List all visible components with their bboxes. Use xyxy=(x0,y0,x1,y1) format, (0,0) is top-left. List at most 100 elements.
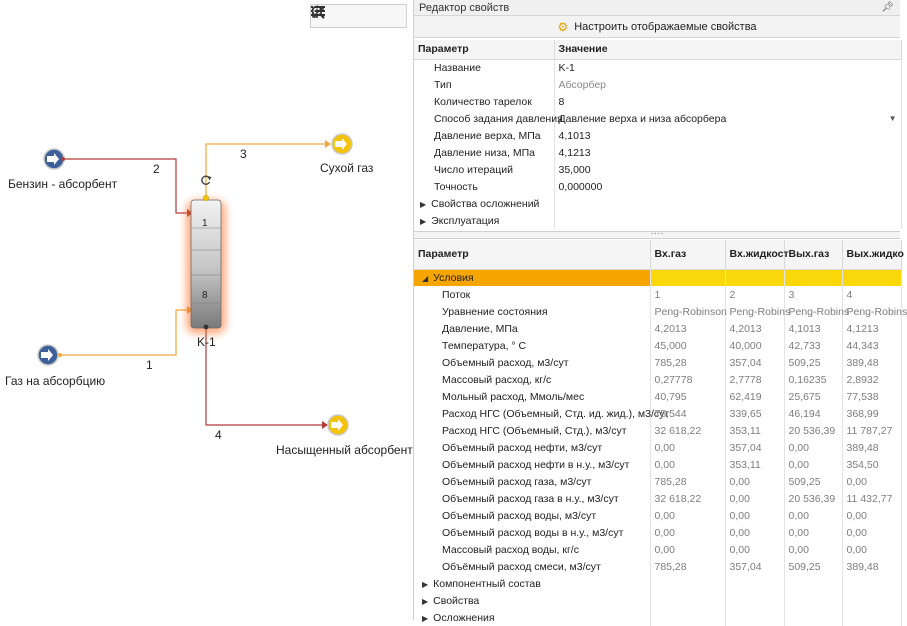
stream-cell: 0,00 xyxy=(784,456,843,473)
zoom-out-icon[interactable] xyxy=(311,5,379,25)
saturated-label: Насыщенный абсорбент xyxy=(276,443,413,457)
expand-icon[interactable]: ▶ xyxy=(422,613,429,623)
col-header-outlet-liquid[interactable]: Вых.жидко xyxy=(842,240,904,270)
stream-cell: 0,00 xyxy=(650,524,726,541)
col-header-value: Значение xyxy=(554,40,902,60)
panel-title: Редактор свойств 📌︎ xyxy=(414,0,900,16)
name-field[interactable]: K-1 xyxy=(554,59,902,76)
stream-cell: 0,00 xyxy=(784,507,843,524)
col-header-inlet-gas[interactable]: Вх.газ xyxy=(650,240,726,270)
stream-cell: 0,00 xyxy=(842,541,902,558)
trays-field[interactable]: 8 xyxy=(554,93,902,110)
prop-row-top-pressure[interactable]: Давление верха, МПа 4,1013 xyxy=(414,127,902,144)
stream-cell: 785,28 xyxy=(650,558,726,575)
stream-3-line[interactable] xyxy=(205,143,330,198)
stream-cell: Peng-Robins xyxy=(842,303,907,320)
type-value: Абсорбер xyxy=(554,76,902,93)
prop-row-bottom-pressure[interactable]: Давление низа, МПа 4,1213 xyxy=(414,144,902,161)
stream-cell: 32 618,22 xyxy=(650,422,726,439)
stream-cell: 0,00 xyxy=(725,507,785,524)
fit-icon[interactable] xyxy=(312,6,401,25)
expand-icon[interactable]: ▶ xyxy=(422,596,429,606)
prop-row-accuracy[interactable]: Точность 0,000000 xyxy=(414,178,902,195)
stream-cell: 785,28 xyxy=(650,473,726,490)
stream-group-row[interactable]: ▶Осложнения xyxy=(414,609,902,626)
stream-cell: 11 787,27 xyxy=(842,422,902,439)
group-conditions[interactable]: ◢Условия xyxy=(414,269,902,286)
stream-cell: 0,27778 xyxy=(650,371,726,388)
stream-cell: 2 xyxy=(725,286,785,303)
stream-1-line[interactable] xyxy=(62,309,192,356)
prop-row-name[interactable]: Название K-1 xyxy=(414,59,902,76)
configure-properties-button[interactable]: ⚙ Настроить отображаемые свойства xyxy=(414,16,900,38)
flowsheet-drawing xyxy=(37,133,353,436)
stream-cell: 389,48 xyxy=(842,354,902,371)
col-header-outlet-gas[interactable]: Вых.газ xyxy=(784,240,843,270)
stream-cell: 4,2013 xyxy=(650,320,726,337)
col-header-inlet-liquid[interactable]: Вх.жидкост xyxy=(725,240,789,270)
refresh-icon[interactable] xyxy=(201,175,212,185)
product-node-saturated[interactable] xyxy=(327,414,349,436)
expand-icon[interactable]: ▶ xyxy=(420,199,427,209)
prop-row-iterations[interactable]: Число итераций 35,000 xyxy=(414,161,902,178)
stream-group-row[interactable]: ▶Свойства xyxy=(414,592,902,609)
stream-2-line[interactable] xyxy=(62,158,192,214)
tray-top-label: 1 xyxy=(202,218,208,229)
chevron-down-icon[interactable]: ▼ xyxy=(888,113,897,123)
prop-row-type[interactable]: Тип Абсорбер xyxy=(414,76,902,93)
stream-cell: 509,25 xyxy=(784,354,843,371)
stream-4-line[interactable] xyxy=(205,326,327,426)
stream-cell: 0,00 xyxy=(784,524,843,541)
pressure-mode-select[interactable]: Давление верха и низа абсорбера ▼ xyxy=(554,110,902,127)
flowsheet-canvas[interactable]: 1 8 Бензин - абсорбент Газ на абсорбцию … xyxy=(0,0,413,620)
stream-cell: Peng-Robins xyxy=(784,303,849,320)
stream-cell: 0,00 xyxy=(725,473,785,490)
stream-cell: Peng-Robinson xyxy=(650,303,727,320)
prop-row-pressure-mode[interactable]: Способ задания давления Давление верха и… xyxy=(414,110,902,127)
product-node-dry-gas[interactable] xyxy=(331,133,353,155)
stream-group-row[interactable]: ▶Компонентный состав xyxy=(414,575,902,592)
group-operation[interactable]: ▶Эксплуатация xyxy=(414,212,902,229)
canvas-toolbar xyxy=(310,4,407,28)
stream-cell: 354,50 xyxy=(842,456,902,473)
stream-cell: 389,48 xyxy=(842,439,902,456)
top-pressure-field[interactable]: 4,1013 xyxy=(554,127,902,144)
expand-icon[interactable]: ▶ xyxy=(422,579,429,589)
collapse-icon[interactable]: ◢ xyxy=(422,273,429,283)
stream-cell: 389,48 xyxy=(842,558,902,575)
stream-cell: 46,194 xyxy=(784,405,843,422)
accuracy-field[interactable]: 0,000000 xyxy=(554,178,902,195)
col-header-param: Параметр xyxy=(414,240,651,270)
stream-cell: 353,11 xyxy=(725,456,785,473)
dry-gas-label: Сухой газ xyxy=(320,161,374,175)
zoom-in-icon[interactable] xyxy=(311,5,356,25)
iterations-field[interactable]: 35,000 xyxy=(554,161,902,178)
pin-icon[interactable]: 📌︎ xyxy=(881,2,894,13)
gas-in-label: Газ на абсорбцию xyxy=(5,374,106,388)
stream-cell: 0,16235 xyxy=(784,371,843,388)
feed-node-gas[interactable] xyxy=(37,344,59,366)
stream-cell: 0,00 xyxy=(650,541,726,558)
group-complications-props[interactable]: ▶Свойства осложнений xyxy=(414,195,902,212)
stream-4-number: 4 xyxy=(215,428,222,442)
bottom-pressure-field[interactable]: 4,1213 xyxy=(554,144,902,161)
stream-cell: 4 xyxy=(842,286,902,303)
expand-icon[interactable]: ▶ xyxy=(420,216,427,226)
col-header-param: Параметр xyxy=(414,40,555,60)
prop-row-trays[interactable]: Количество тарелок 8 xyxy=(414,93,902,110)
stream-cell: 357,04 xyxy=(725,439,785,456)
stream-cell: 40,795 xyxy=(650,388,726,405)
stream-2-number: 2 xyxy=(153,162,160,176)
stream-row: Расход НГС (Объемный, Стд. ид. жид.), м3… xyxy=(414,405,902,422)
stream-cell: 2,7778 xyxy=(725,371,785,388)
stream-cell: 368,99 xyxy=(842,405,902,422)
stream-cell: 0,00 xyxy=(784,439,843,456)
panel-splitter[interactable]: ···· xyxy=(414,229,900,239)
